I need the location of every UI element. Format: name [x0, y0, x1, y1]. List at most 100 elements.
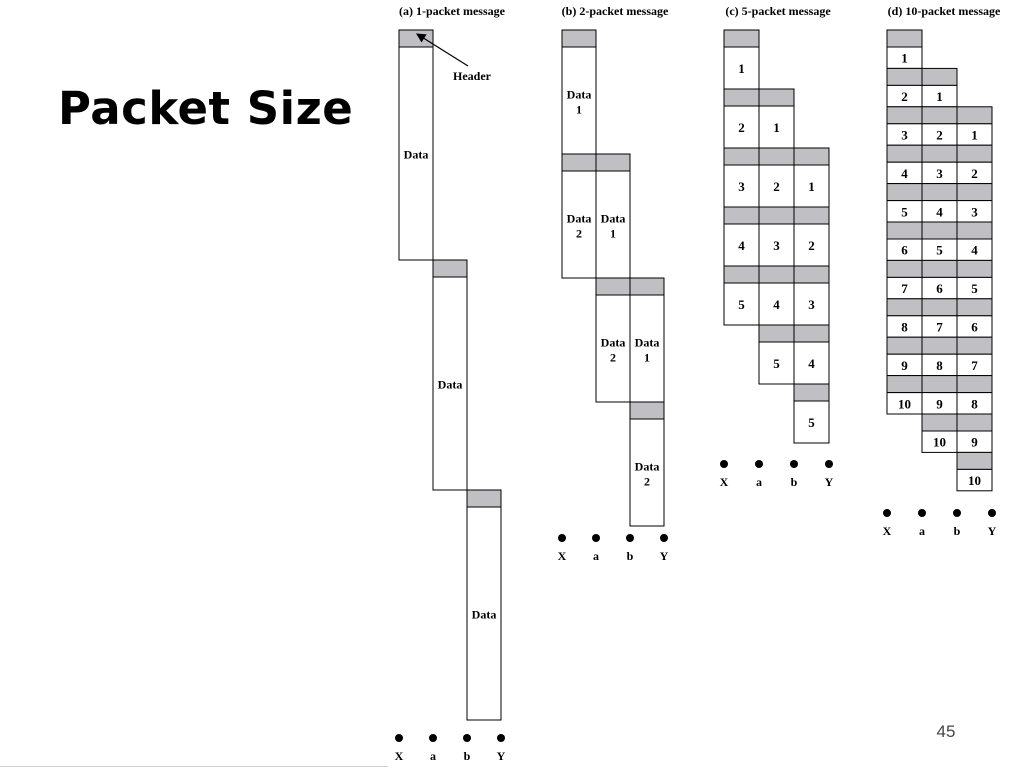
node-dot — [988, 509, 996, 517]
packet-5-hop-2: 5 — [921, 221, 958, 261]
packet-data — [793, 400, 830, 444]
packet-6-hop-2: 6 — [921, 259, 958, 300]
footer-rule — [0, 766, 388, 767]
packet-header — [886, 298, 923, 317]
packet-label: 5 — [773, 356, 780, 371]
packet-3-hop-3: 3 — [793, 265, 830, 326]
packet-label: 3 — [971, 204, 978, 219]
packet-label: 5 — [971, 281, 978, 296]
panel-caption: (d) 10-packet message — [888, 4, 1001, 18]
slide-number: 45 — [936, 722, 956, 741]
packet-header — [956, 375, 993, 394]
packet-data — [629, 418, 665, 527]
packet-data — [886, 392, 923, 415]
packet-label: 4 — [808, 356, 815, 371]
packet-data — [758, 282, 795, 326]
packet-data — [793, 164, 830, 208]
node-label: Y — [497, 749, 506, 763]
packet-data — [793, 223, 830, 267]
packet-label: 1 — [971, 128, 978, 143]
packet-header — [723, 147, 760, 166]
packet-label: 1 — [808, 179, 815, 194]
packet-label: 8 — [971, 396, 978, 411]
packet-header — [758, 206, 795, 225]
packet-header — [956, 183, 993, 202]
node-dot — [660, 534, 668, 542]
packet-label: 2 — [808, 238, 815, 253]
packet-header — [886, 375, 923, 394]
node-dot — [720, 460, 728, 468]
packet-label-number: 1 — [610, 227, 616, 241]
packet-data — [793, 282, 830, 326]
packet-label: Data — [601, 336, 626, 350]
packet-label-number: 2 — [576, 227, 582, 241]
panel-b: (b) 2-packet messageData1Data1Data1Data2… — [558, 4, 669, 563]
panel-caption: (c) 5-packet message — [725, 4, 831, 18]
node-dot — [883, 509, 891, 517]
packet-data — [723, 223, 760, 267]
packet-1-hop-3: 1 — [956, 106, 993, 146]
packet-8-hop-2: 8 — [921, 336, 958, 377]
packet-5-hop-2: 5 — [758, 324, 795, 385]
packet-header — [723, 265, 760, 284]
packet-header — [595, 277, 631, 296]
packet-header — [723, 29, 760, 48]
node-label: a — [593, 549, 599, 563]
packet-label: 1 — [738, 61, 745, 76]
packet-header — [793, 265, 830, 284]
packet-header — [561, 29, 597, 48]
packet-10-hop-2: 10 — [921, 413, 958, 453]
packet-7-hop-1: 7 — [886, 259, 923, 300]
packet-label: Data — [635, 460, 660, 474]
packet-4-hop-1: 4 — [723, 206, 760, 267]
packet-8-hop-3: 8 — [956, 375, 993, 415]
panel-caption: (a) 1-packet message — [399, 4, 506, 18]
packet-header — [921, 375, 958, 394]
packet-label: Data — [567, 88, 592, 102]
node-label: b — [954, 524, 961, 538]
packet-header — [758, 265, 795, 284]
packet-2-hop-1: 2 — [886, 67, 923, 108]
packet-label-number: 1 — [576, 103, 582, 117]
packet-label: 3 — [738, 179, 745, 194]
packet-header — [921, 67, 958, 86]
packet-header — [921, 298, 958, 317]
packet-data — [561, 46, 597, 155]
packet-header — [886, 183, 923, 202]
packet-label: 1 — [773, 120, 780, 135]
packet-header — [793, 206, 830, 225]
packet-2-hop-2: 2 — [758, 147, 795, 208]
node-label: X — [883, 524, 892, 538]
packet-9-hop-2: 9 — [921, 375, 958, 415]
packet-header — [758, 88, 795, 107]
packet-label: 9 — [936, 396, 943, 411]
packet-10-hop-1: 10 — [886, 375, 923, 415]
node-dot — [918, 509, 926, 517]
packet-data — [432, 276, 468, 491]
node-label: b — [627, 549, 634, 563]
node-dot — [497, 734, 505, 742]
node-dot — [558, 534, 566, 542]
packet-5-hop-1: 5 — [723, 265, 760, 326]
packet-label: 5 — [901, 204, 908, 219]
packet-header — [886, 144, 923, 163]
packet-label-number: 1 — [644, 351, 650, 365]
packet-label: 3 — [901, 128, 908, 143]
packet-header — [758, 324, 795, 343]
packet-4-hop-3: 4 — [956, 221, 993, 261]
packet-3-hop-3: 3 — [956, 183, 993, 223]
packet-4-hop-2: 4 — [921, 183, 958, 223]
packet-data — [595, 294, 631, 403]
packet-header — [921, 336, 958, 355]
packet-data — [758, 223, 795, 267]
packet-label: 4 — [738, 238, 745, 253]
packet-header — [956, 451, 993, 470]
packet-header — [723, 88, 760, 107]
packet-6-hop-3: 6 — [956, 298, 993, 338]
packet-label: 7 — [971, 358, 978, 373]
packet-header — [956, 259, 993, 278]
node-label: b — [791, 475, 798, 489]
packet-9-hop-3: 9 — [956, 413, 993, 453]
